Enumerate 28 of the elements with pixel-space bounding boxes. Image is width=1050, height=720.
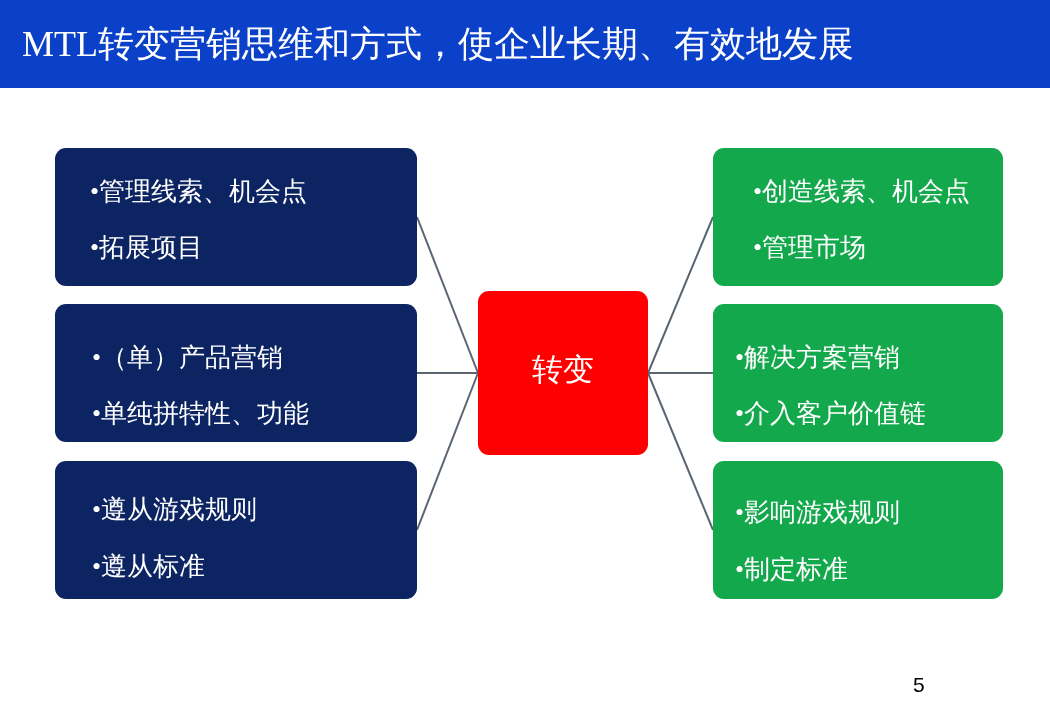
bullet-item: •单纯拼特性、功能 (92, 398, 310, 430)
connector-line (647, 372, 714, 374)
connector-line (416, 372, 479, 374)
bullet-item: •管理市场 (753, 232, 867, 264)
bullet-item: •遵从游戏规则 (92, 494, 258, 526)
bullet-item: •拓展项目 (90, 232, 204, 264)
central-box (478, 291, 648, 455)
node-label: 转变 (532, 352, 594, 388)
bullet-item: •制定标准 (735, 554, 849, 586)
bullet-item: •创造线索、机会点 (753, 176, 971, 208)
connector-line (647, 372, 714, 531)
page-number: 5 (913, 672, 925, 698)
connector-line (416, 372, 479, 531)
bullet-item: •介入客户价值链 (735, 398, 927, 430)
bullet-item: •遵从标准 (92, 551, 206, 583)
content-card (55, 148, 417, 286)
content-card (713, 148, 1003, 286)
connector-line (647, 216, 714, 374)
bullet-item: •解决方案营销 (735, 342, 901, 374)
content-card (55, 304, 417, 442)
bullet-item: •影响游戏规则 (735, 497, 901, 529)
connector-line (416, 216, 479, 374)
content-card (713, 304, 1003, 442)
bullet-item: •（单）产品营销 (92, 342, 284, 374)
bullet-item: •管理线索、机会点 (90, 176, 308, 208)
content-card (713, 461, 1003, 599)
slide-title: MTL转变营销思维和方式，使企业长期、有效地发展 (22, 23, 854, 66)
content-card (55, 461, 417, 599)
